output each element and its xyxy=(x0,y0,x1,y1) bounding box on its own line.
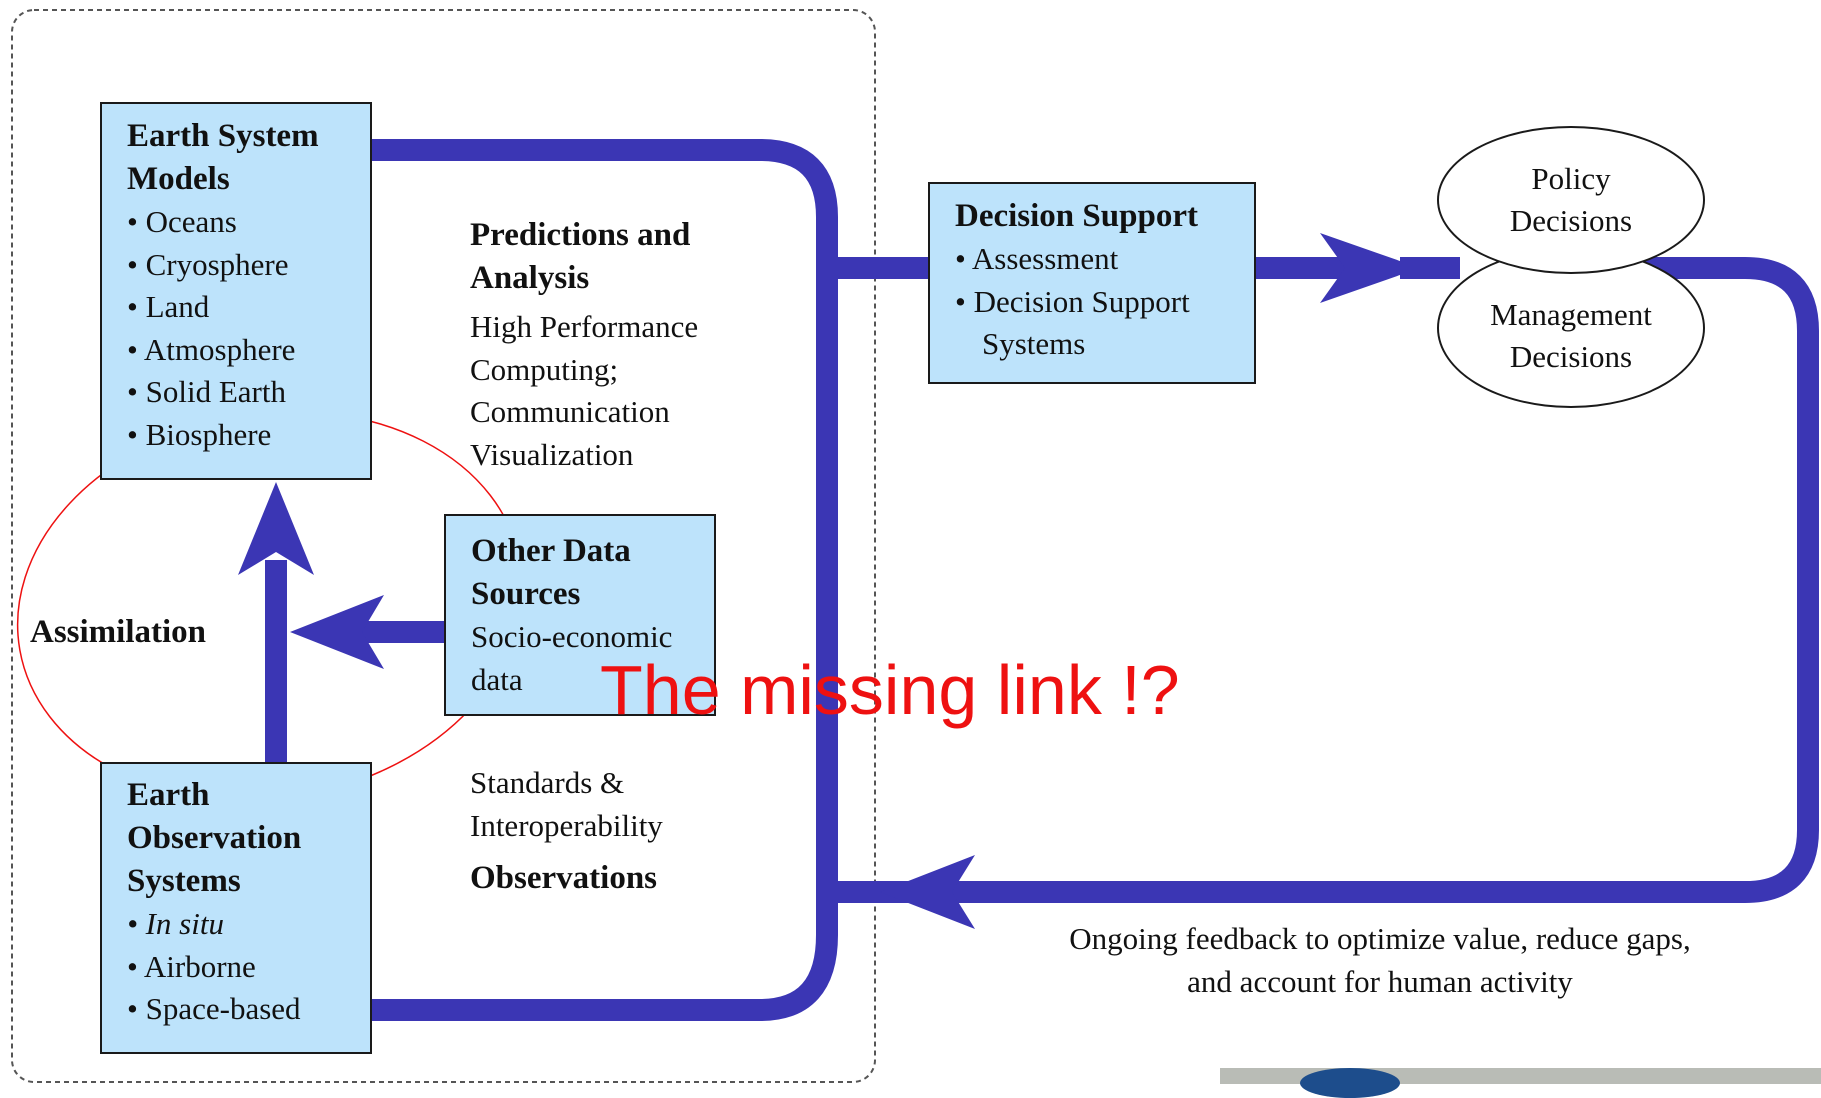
eos-item-airborne: • Airborne xyxy=(127,948,256,984)
missing-link-annotation: The missing link !? xyxy=(600,651,1180,729)
feedback-line1: Ongoing feedback to optimize value, redu… xyxy=(1069,921,1691,956)
feedback-arrowhead xyxy=(880,855,975,929)
decision-support-box: Decision Support • Assessment • Decision… xyxy=(928,182,1256,384)
decision-support-assessment: • Assessment xyxy=(955,241,1119,276)
esm-item-oceans: • Oceans xyxy=(127,204,237,239)
eos-title-line3: Systems xyxy=(127,863,241,899)
management-decisions-ellipse: Management Decisions xyxy=(1437,248,1705,408)
standards-line1: Standards & xyxy=(470,765,625,800)
system-boundary xyxy=(11,9,876,1083)
other-data-line1: Socio-economic xyxy=(471,619,673,654)
policy-line1: Policy xyxy=(1531,161,1611,196)
predictions-title-line2: Analysis xyxy=(470,260,590,296)
assimilation-label-text: Assimilation xyxy=(30,614,207,650)
eos-title-line1: Earth xyxy=(127,777,210,813)
other-data-line2: data xyxy=(471,661,523,697)
esm-item-solid-earth: • Solid Earth xyxy=(127,374,286,409)
esm-title-line1: Earth System xyxy=(127,118,319,154)
earth-observation-systems-box: Earth Observation Systems • In situ • Ai… xyxy=(100,762,372,1054)
esm-title-line2: Models xyxy=(127,161,230,197)
esm-item-cryosphere: • Cryosphere xyxy=(127,246,289,282)
decision-support-systems: • Decision Support xyxy=(955,283,1190,319)
feedback-caption: Ongoing feedback to optimize value, redu… xyxy=(1000,918,1760,1003)
decision-support-systems-cont: Systems xyxy=(982,326,1086,361)
predictions-line-visualization: Visualization xyxy=(470,436,634,472)
cropped-logo-icon xyxy=(1300,1068,1400,1098)
management-line1: Management xyxy=(1490,297,1652,332)
eos-item-space-based: • Space-based xyxy=(127,991,301,1026)
predictions-line-computing: Computing; xyxy=(470,351,619,387)
esm-item-land: • Land xyxy=(127,289,210,324)
predictions-line-communication: Communication xyxy=(470,394,670,429)
assimilation-up-arrowhead xyxy=(238,482,314,575)
esm-item-biosphere: • Biosphere xyxy=(127,416,272,452)
models-to-obs-loop xyxy=(368,139,838,1021)
eos-title-line2: Observation xyxy=(127,820,302,856)
predictions-block: Predictions and Analysis High Performanc… xyxy=(470,214,698,476)
feedback-line2: and account for human activity xyxy=(1187,963,1573,999)
policy-line2: Decisions xyxy=(1509,203,1633,238)
flow-to-decisions-arrowhead xyxy=(1320,233,1420,303)
standards-line2: Interoperability xyxy=(470,807,663,843)
decision-support-title: Decision Support xyxy=(955,198,1198,234)
other-data-left-arrowhead xyxy=(290,595,384,669)
other-data-title-line1: Other Data xyxy=(471,533,631,569)
predictions-title-line1: Predictions and xyxy=(470,217,691,253)
eos-item-in-situ: • In situ xyxy=(127,906,224,941)
feedback-loop xyxy=(930,257,1819,903)
policy-decisions-ellipse: Policy Decisions xyxy=(1437,126,1705,274)
assimilation-label: Assimilation xyxy=(30,611,206,654)
management-line2: Decisions xyxy=(1509,339,1633,374)
other-data-sources-box: Other Data Sources Socio-economic data xyxy=(444,514,716,716)
standards-block: Standards & Interoperability Observation… xyxy=(470,762,663,900)
predictions-line-hpc: High Performance xyxy=(470,309,699,344)
esm-item-atmosphere: • Atmosphere xyxy=(127,331,296,367)
other-data-title-line2: Sources xyxy=(471,576,581,612)
earth-system-models-box: Earth System Models • Oceans • Cryospher… xyxy=(100,102,372,480)
observations-label: Observations xyxy=(470,860,658,896)
